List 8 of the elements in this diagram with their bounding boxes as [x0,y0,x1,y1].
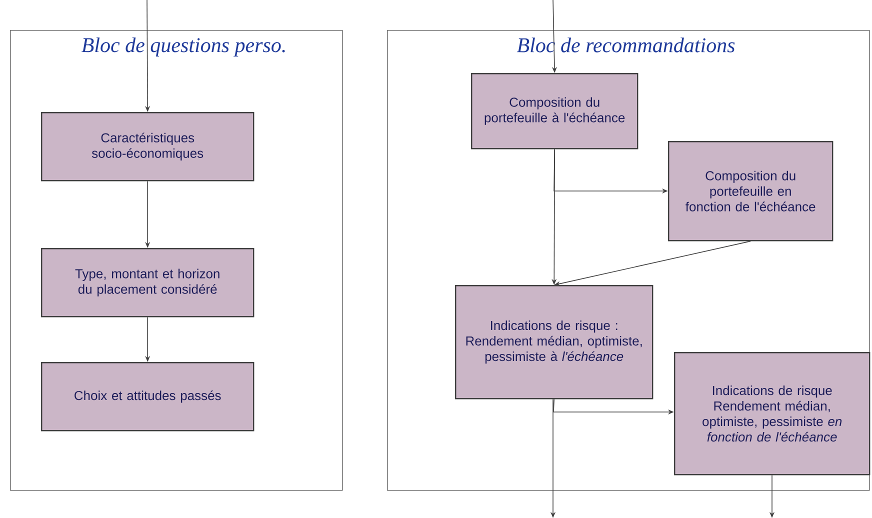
process-box: Indications de risque : Rendement médian, optimiste, pessimiste à l'échéance [455,284,654,400]
process-box: Composition du portefeuille en fonction de l'échéance [668,141,834,242]
process-box: Indications de risque Rendement médian, optimiste, pessimiste en fonction de l'échéance [674,352,870,476]
process-box: Type, montant et horizon du placement considéré [41,248,254,318]
block-heading: Bloc de questions perso. [80,36,288,58]
process-box: Composition du portefeuille à l'échéance [471,73,638,150]
process-box: Choix et attitudes passés [41,362,254,432]
process-box: Caractéristiques socio-économiques [41,112,254,182]
